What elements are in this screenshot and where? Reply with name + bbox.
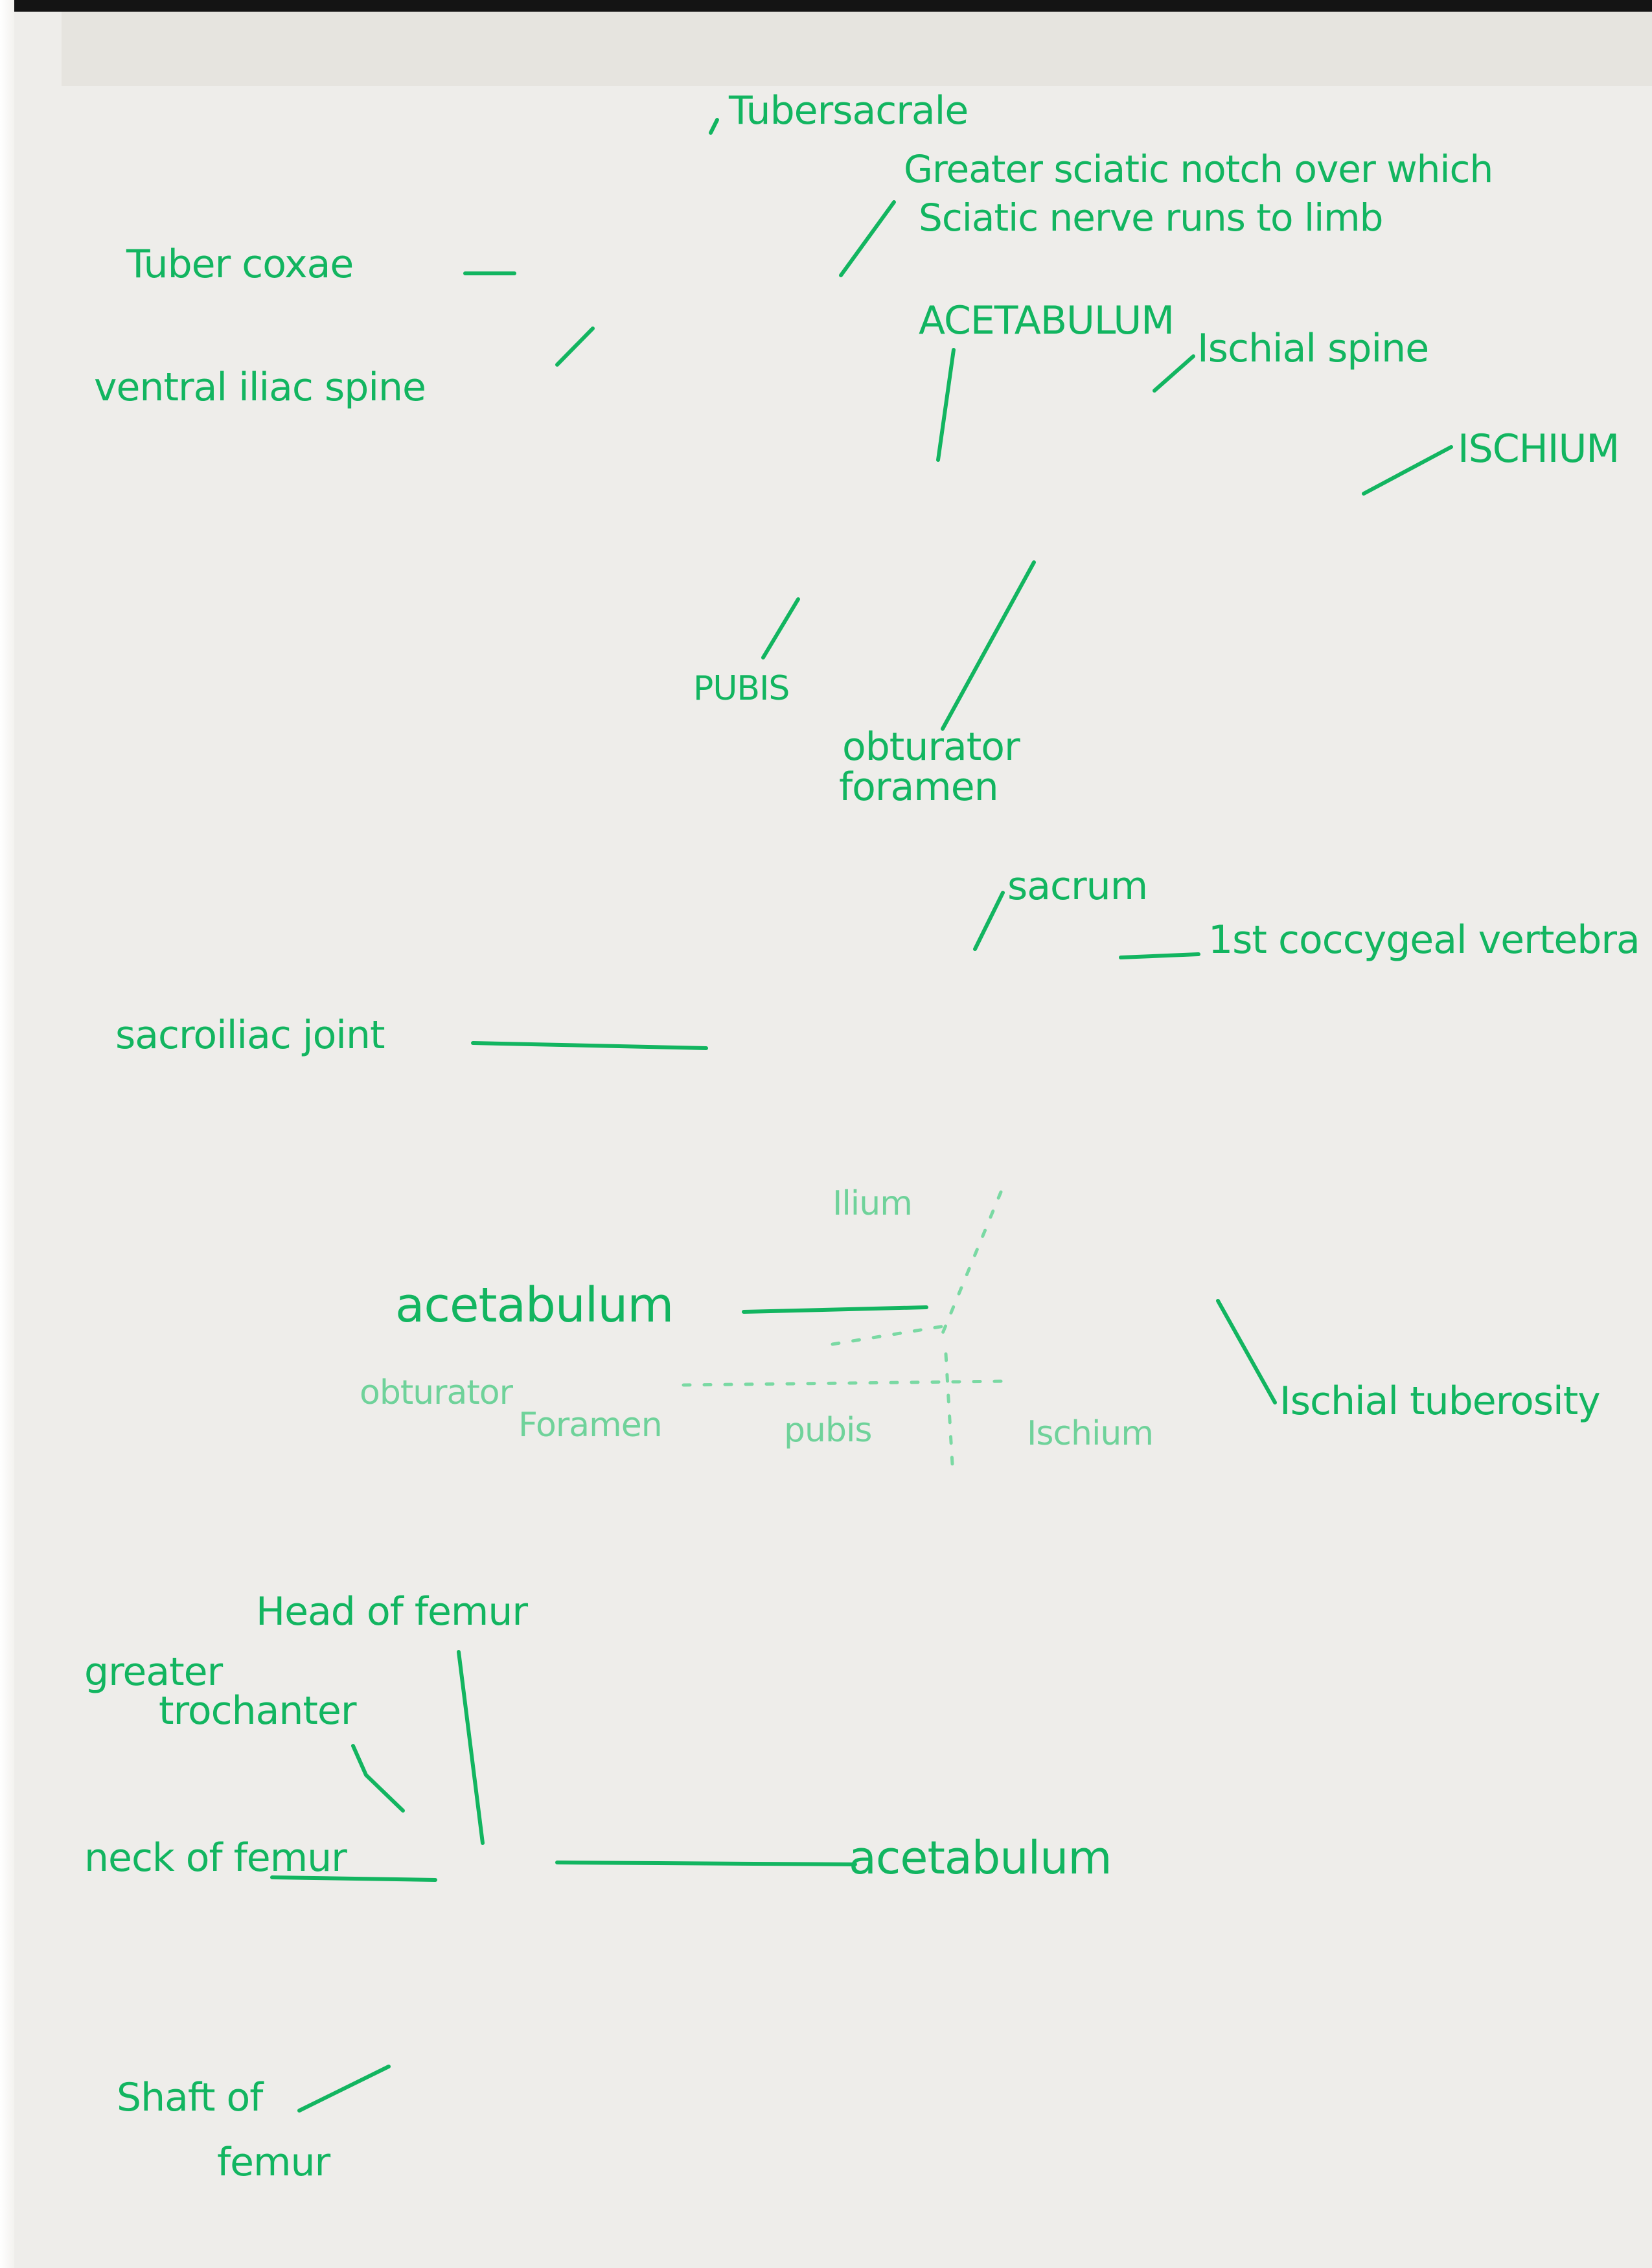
label-neck-of-femur: neck of femur <box>84 1835 347 1881</box>
leader-sacroiliac <box>471 1041 708 1050</box>
label-obturator-faint: obturator <box>360 1373 513 1412</box>
label-shaft-of: Shaft of <box>117 2075 263 2120</box>
label-head-of-femur: Head of femur <box>256 1589 528 1634</box>
label-ischium-top: ISCHIUM <box>1458 426 1620 472</box>
label-foramen-faint: Foramen <box>518 1406 663 1445</box>
label-ischial-tuberosity: Ischial tuberosity <box>1279 1379 1601 1424</box>
leader-obturator <box>941 560 1036 731</box>
leader-pubis-top <box>761 597 800 659</box>
label-ilium-faint: Ilium <box>832 1184 913 1223</box>
label-ventral-iliac-spine: ventral iliac spine <box>94 365 426 410</box>
label-ischium-faint: Ischium <box>1027 1414 1154 1453</box>
label-acetabulum-top: ACETABULUM <box>919 298 1175 343</box>
label-acetabulum-mid: acetabulum <box>395 1277 674 1333</box>
scan-top-edge <box>0 0 1652 12</box>
label-sciatic-nerve: Sciatic nerve runs to limb <box>919 196 1384 240</box>
leader-acetabulum-top <box>936 348 956 462</box>
label-pubis-faint: pubis <box>784 1411 873 1450</box>
leader-greater-sciatic <box>839 200 896 277</box>
leader-shaft-of-femur <box>297 2065 391 2113</box>
label-coccygeal-vertebra: 1st coccygeal vertebra <box>1208 917 1640 963</box>
label-femur: femur <box>217 2140 330 2185</box>
leader-ventral-iliac-spine <box>555 326 595 367</box>
leader-head-of-femur <box>457 1650 485 1845</box>
faint-line-acetabulum <box>831 1323 954 1346</box>
label-tuber-coxae: Tuber coxae <box>126 242 354 287</box>
leader-ischial-tuberosity <box>1216 1299 1277 1404</box>
leader-greater-trochanter <box>351 1744 405 1813</box>
leader-sacrum <box>973 891 1005 951</box>
leader-tuber-sacrale <box>709 118 719 135</box>
label-obturator: obturator <box>842 724 1020 770</box>
scan-top-strip <box>62 12 1652 86</box>
label-greater-sciatic-notch: Greater sciatic notch over which <box>904 147 1493 191</box>
faint-line-obturator <box>682 1379 1013 1387</box>
label-foramen: foramen <box>839 764 999 810</box>
label-ischial-spine: Ischial spine <box>1197 326 1429 371</box>
leader-acetabulum-mid <box>742 1305 928 1314</box>
faint-line-ilium <box>937 1190 1003 1343</box>
leader-acetabulum-bottom <box>555 1861 857 1866</box>
label-trochanter: trochanter <box>159 1688 357 1734</box>
label-tuber-sacrale: Tubersacrale <box>729 88 969 133</box>
faint-line-ischium <box>944 1352 954 1466</box>
leader-neck-of-femur <box>270 1875 437 1882</box>
scan-left-edge <box>0 0 14 2268</box>
leader-ischium-top <box>1362 445 1453 496</box>
leader-coccygeal <box>1119 952 1200 959</box>
label-acetabulum-bottom: acetabulum <box>849 1831 1112 1884</box>
label-greater: greater <box>84 1649 223 1695</box>
label-pubis-top: PUBIS <box>693 669 790 708</box>
leader-ischial-spine <box>1153 354 1195 393</box>
label-sacroiliac-joint: sacroiliac joint <box>115 1013 385 1058</box>
label-sacrum: sacrum <box>1007 864 1148 909</box>
